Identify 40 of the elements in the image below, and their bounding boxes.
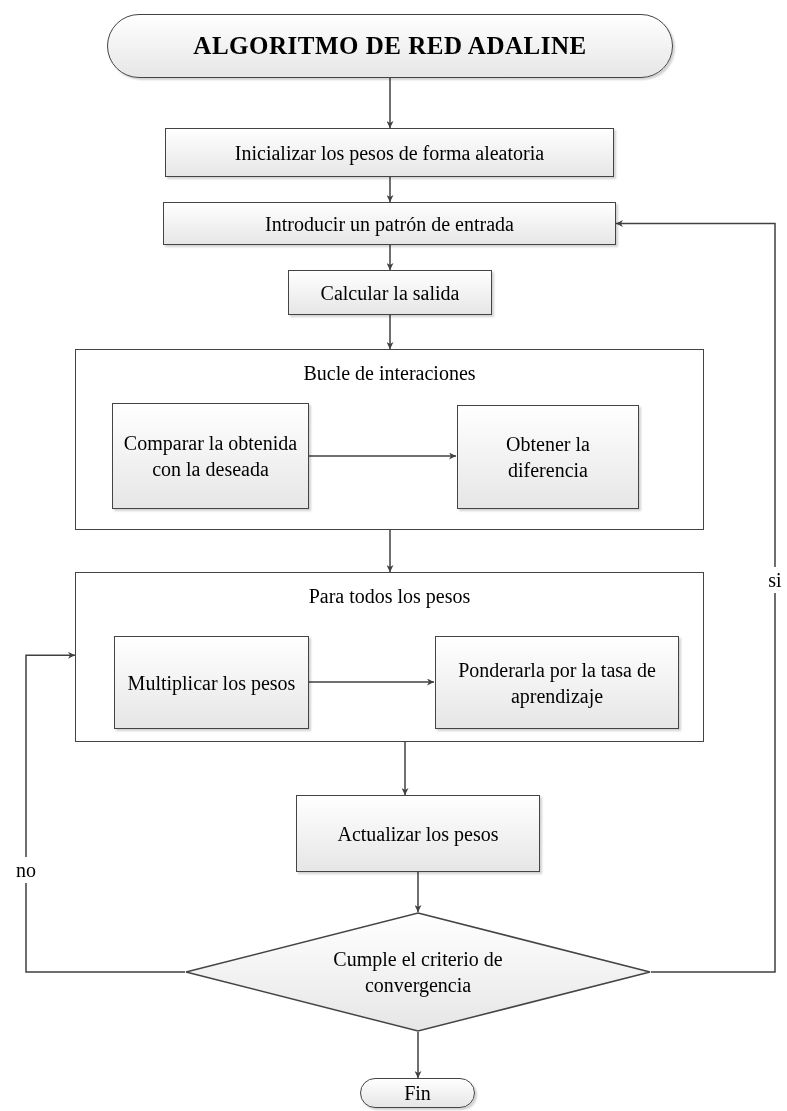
terminal-box bbox=[360, 1078, 475, 1108]
arrow bbox=[386, 529, 394, 573]
group-heading: Bucle de interaciones bbox=[303, 361, 476, 386]
arrow bbox=[386, 244, 394, 271]
step-text: Comparar la obtenida con la deseada bbox=[122, 431, 299, 482]
step-text: Obtener la diferencia bbox=[505, 432, 591, 483]
step-text: Inicializar los pesos de forma aleatoria bbox=[234, 140, 545, 166]
decision-diamond bbox=[185, 912, 651, 1032]
arrow bbox=[386, 77, 394, 129]
arrow bbox=[615, 220, 776, 973]
arrow bbox=[414, 1031, 422, 1079]
arrow bbox=[386, 314, 394, 350]
edge-label: si bbox=[768, 567, 782, 593]
step-text: Calcular la salida bbox=[320, 280, 460, 306]
step-text: Introducir un patrón de entrada bbox=[265, 211, 514, 237]
process-box bbox=[296, 795, 540, 872]
process-box bbox=[114, 636, 309, 729]
step-text: Cumple el criterio de convergencia bbox=[332, 947, 504, 998]
process-box bbox=[457, 405, 639, 509]
arrow bbox=[307, 678, 435, 686]
arrow bbox=[414, 871, 422, 913]
process-box bbox=[165, 128, 614, 177]
arrow bbox=[25, 651, 186, 973]
step-text: Fin bbox=[404, 1081, 431, 1106]
step-text: Ponderarla por la tasa de aprendizaje bbox=[457, 657, 657, 709]
step-text: Actualizar los pesos bbox=[337, 821, 499, 847]
edge-label: no bbox=[16, 857, 36, 883]
group-box bbox=[75, 572, 704, 742]
step-text: Multiplicar los pesos bbox=[127, 670, 296, 696]
arrow bbox=[386, 176, 394, 203]
process-box bbox=[163, 202, 616, 245]
arrow bbox=[307, 452, 457, 460]
process-box bbox=[288, 270, 492, 315]
arrow bbox=[401, 741, 409, 796]
group-box bbox=[75, 349, 704, 530]
process-box bbox=[435, 636, 679, 729]
group-heading: Para todos los pesos bbox=[308, 584, 471, 609]
terminal-box bbox=[107, 14, 673, 78]
process-box bbox=[112, 403, 309, 509]
flowchart-title: ALGORITMO DE RED ADALINE bbox=[193, 30, 587, 61]
